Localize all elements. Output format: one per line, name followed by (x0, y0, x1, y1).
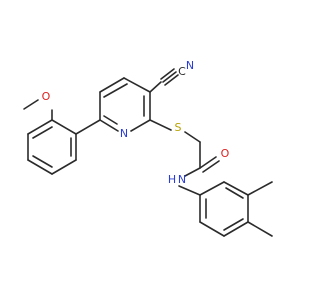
bond-methyl-4 (247, 221, 273, 237)
carbonyl-o-label: O (221, 147, 230, 160)
molecule-canvas: N C S N O O N H (23, 59, 273, 237)
carbonyl-double-bond (199, 156, 220, 173)
molecule-structure: N C S N O O N H (23, 59, 273, 237)
bond-s-ch2 (184, 131, 201, 143)
pyridine-ring (99, 77, 151, 132)
bond-c3-cn (149, 81, 162, 93)
sulfur-label: S (175, 121, 182, 134)
bond-co-n (184, 167, 201, 177)
bond-c2-s (149, 119, 172, 131)
nitrile-bond (160, 68, 179, 86)
bond-n-aryl (178, 185, 201, 196)
bond-methoxy-o-ch3 (23, 99, 39, 110)
amide-n-label: N (178, 173, 186, 186)
methoxy-o-label: O (42, 90, 51, 103)
pyridine-n-label: N (120, 127, 128, 140)
nitrile-n-label: N (186, 59, 194, 72)
nitrile-c-label: C (178, 65, 186, 78)
bond-methyl-3 (247, 181, 273, 196)
dimethylphenyl-ring (199, 181, 249, 237)
methoxyphenyl-ring (27, 119, 101, 175)
amide-h-label: H (168, 173, 176, 186)
